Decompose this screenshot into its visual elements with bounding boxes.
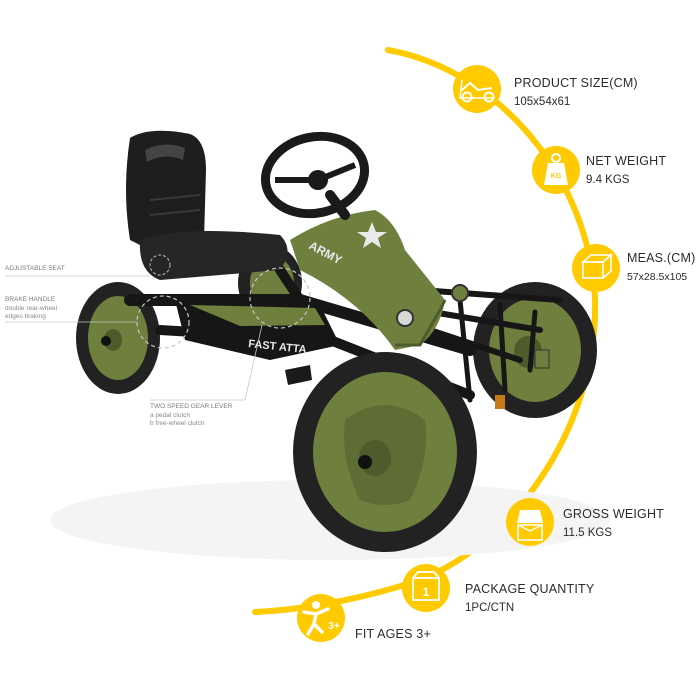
gear-callout-circle xyxy=(249,267,311,329)
package-quantity-title: PACKAGE QUANTITY xyxy=(465,582,595,596)
brake-handle-title: BRAKE HANDLE xyxy=(5,296,56,303)
gear-lever-callout: TWO SPEED GEAR LEVER a pedal clutch b fr… xyxy=(150,403,232,429)
pedal xyxy=(285,365,312,385)
net-weight-title: NET WEIGHT xyxy=(586,154,667,168)
steering-wheel xyxy=(260,131,370,220)
weight-kg-icon: KG xyxy=(532,146,580,194)
child-age-icon: 3+ xyxy=(297,594,345,642)
gear-lever-line2: b free-wheel clutch xyxy=(150,420,205,427)
fit-ages-title: FIT AGES 3+ xyxy=(355,627,431,641)
spec-arc xyxy=(252,47,599,615)
rear-left-wheel xyxy=(76,282,160,394)
brake-handle-line2: edges braking xyxy=(5,313,46,320)
bucket-seat xyxy=(126,130,288,280)
spec-meas: MEAS.(CM) 57x28.5x105 xyxy=(627,251,695,283)
seat-callout-circle xyxy=(149,254,171,276)
gross-weight-value: 11.5 KGS xyxy=(563,527,613,539)
spec-package-quantity: PACKAGE QUANTITY 1PC/CTN xyxy=(465,582,594,614)
gear-lever-line1: a pedal clutch xyxy=(150,411,191,419)
meas-title: MEAS.(CM) xyxy=(627,251,696,265)
green-hood: ARMY xyxy=(290,210,469,350)
spec-gross-weight: GROSS WEIGHT 11.5 KGS xyxy=(563,507,664,539)
age-icon-text: 3+ xyxy=(328,621,340,632)
net-weight-value: 9.4 KGS xyxy=(586,174,630,186)
go-kart-photo: FAST ATTA ARMY xyxy=(76,130,597,552)
carton-box-icon xyxy=(572,244,620,292)
spec-net-weight: NET WEIGHT 9.4 KGS xyxy=(586,154,666,186)
adjustable-seat-label: ADJUSTABLE SEAT xyxy=(5,265,65,272)
gross-weight-box-icon xyxy=(506,498,554,546)
gross-weight-title: GROSS WEIGHT xyxy=(563,507,665,521)
package-quantity-value: 1PC/CTN xyxy=(465,602,515,614)
package-icon: 1 xyxy=(402,564,450,612)
adjustable-seat-callout: ADJUSTABLE SEAT xyxy=(5,265,65,274)
package-icon-text: 1 xyxy=(423,585,430,599)
brake-callout-circle xyxy=(136,295,190,349)
product-size-value: 105x54x61 xyxy=(514,96,571,108)
kg-icon-text: KG xyxy=(551,173,562,180)
front-left-wheel xyxy=(293,352,477,552)
meas-value: 57x28.5x105 xyxy=(627,271,688,283)
spec-fit-ages: FIT AGES 3+ xyxy=(355,627,431,641)
go-kart-icon xyxy=(453,65,501,113)
spec-product-size: PRODUCT SIZE(CM) 105x54x61 xyxy=(514,76,638,108)
brake-handle-line1: double rear-wheel xyxy=(5,304,58,312)
brake-handle-callout: BRAKE HANDLE double rear-wheel edges bra… xyxy=(5,296,57,322)
product-size-title: PRODUCT SIZE(CM) xyxy=(514,76,638,90)
gear-lever-title: TWO SPEED GEAR LEVER xyxy=(150,403,233,410)
